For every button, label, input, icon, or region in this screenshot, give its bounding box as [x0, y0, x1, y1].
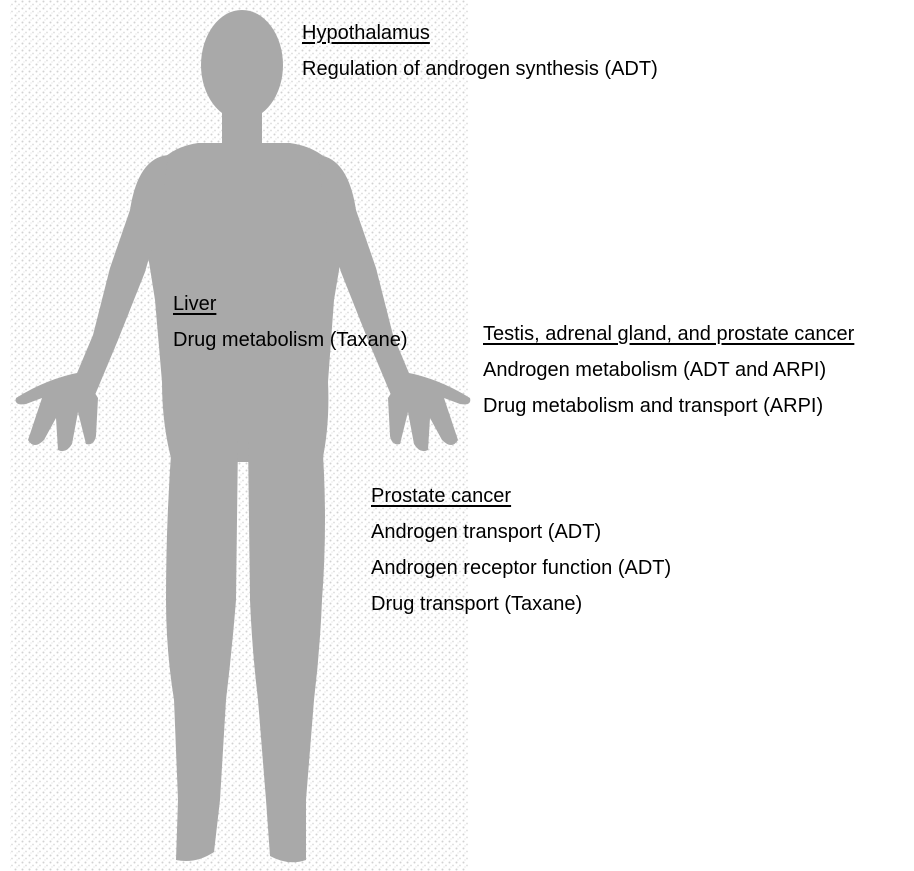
silhouette-head	[201, 10, 283, 120]
prostate-cancer-line-3: Drug transport (Taxane)	[371, 592, 671, 616]
liver-line-1: Drug metabolism (Taxane)	[173, 328, 408, 352]
testis-adrenal-prostate-heading: Testis, adrenal gland, and prostate canc…	[483, 322, 854, 346]
prostate-cancer-line-2: Androgen receptor function (ADT)	[371, 556, 671, 580]
testis-adrenal-prostate-annotation: Testis, adrenal gland, and prostate canc…	[483, 322, 854, 418]
liver-heading: Liver	[173, 292, 408, 316]
prostate-cancer-annotation: Prostate cancer Androgen transport (ADT)…	[371, 484, 671, 616]
prostate-cancer-line-1: Androgen transport (ADT)	[371, 520, 671, 544]
prostate-cancer-heading: Prostate cancer	[371, 484, 671, 508]
hypothalamus-annotation: Hypothalamus Regulation of androgen synt…	[302, 21, 658, 81]
testis-adrenal-prostate-line-2: Drug metabolism and transport (ARPI)	[483, 394, 854, 418]
liver-annotation: Liver Drug metabolism (Taxane)	[173, 292, 408, 352]
hypothalamus-line-1: Regulation of androgen synthesis (ADT)	[302, 57, 658, 81]
testis-adrenal-prostate-line-1: Androgen metabolism (ADT and ARPI)	[483, 358, 854, 382]
hypothalamus-heading: Hypothalamus	[302, 21, 658, 45]
